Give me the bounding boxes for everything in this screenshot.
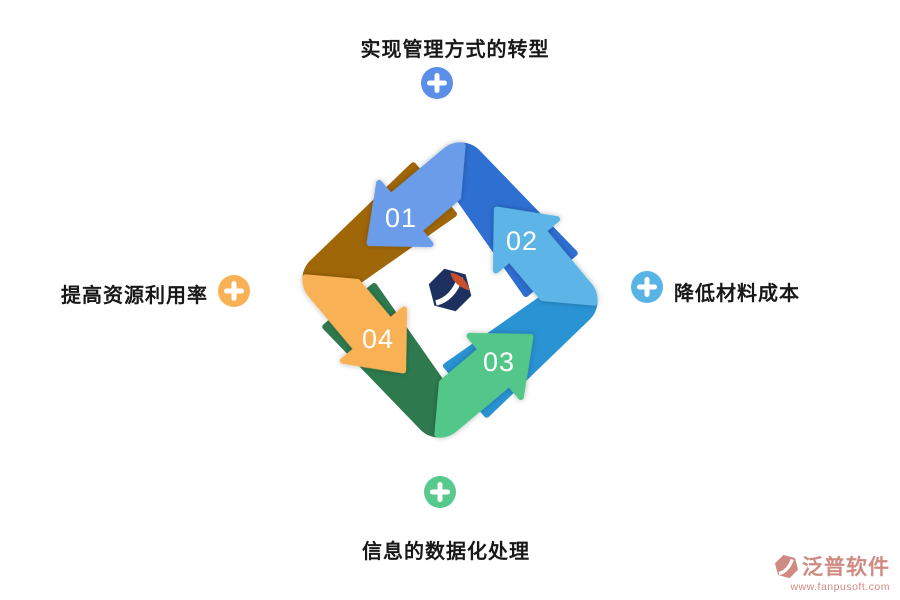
plus-glyph (430, 482, 450, 502)
cycle-arrows-diagram: 01 02 03 04 (302, 142, 598, 438)
node-label-bottom: 信息的数据化处理 (362, 541, 530, 563)
watermark-brand: 泛普软件 (802, 556, 890, 579)
step-number-04: 04 (362, 324, 394, 354)
watermark-logo-icon (774, 554, 799, 578)
watermark-hexagon (774, 554, 799, 578)
plus-icon (631, 271, 663, 303)
center-logo-icon (428, 268, 472, 312)
cycle-heads-layer (302, 142, 598, 438)
logo-sail (450, 272, 470, 291)
plus-icon (218, 275, 250, 307)
node-label-left: 提高资源利用率 (61, 285, 208, 307)
watermark-url: www.fanpusoft.com (790, 581, 890, 593)
node-label-right: 降低材料成本 (674, 283, 800, 305)
arrow-head-03 (434, 332, 534, 438)
arrow-head-04 (302, 274, 408, 374)
arrow-head-01 (366, 142, 466, 248)
arrow-head-02 (492, 206, 598, 306)
step-number-03: 03 (483, 347, 515, 377)
plus-icon (424, 476, 456, 508)
node-label-top: 实现管理方式的转型 (360, 39, 550, 61)
plus-glyph (224, 281, 244, 301)
step-number-01: 01 (385, 203, 417, 233)
plus-glyph (637, 277, 657, 297)
watermark-swoosh (778, 558, 794, 575)
watermark: 泛普软件 www.fanpusoft.com (774, 551, 890, 593)
step-number-02: 02 (506, 226, 538, 256)
plus-icon (421, 67, 453, 99)
logo-hexagon (428, 268, 472, 312)
plus-glyph (427, 73, 447, 93)
